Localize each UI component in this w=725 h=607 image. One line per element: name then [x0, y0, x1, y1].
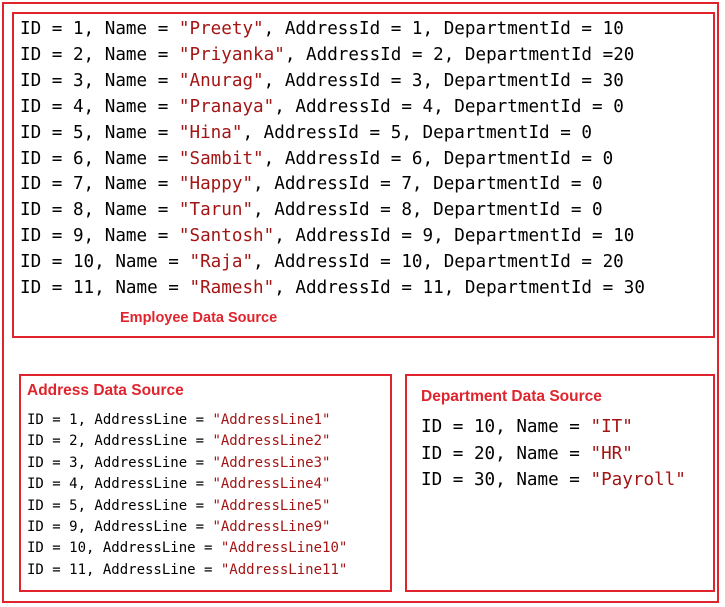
employee-data-source-title: Employee Data Source — [120, 310, 278, 326]
code-text: ID = 30, Name = — [421, 470, 591, 490]
code-text: ID = 20, Name = — [421, 443, 591, 464]
address-record-line: ID = 9, AddressLine = "AddressLine9" — [27, 517, 347, 538]
code-text: ID = 4, Name = — [20, 96, 179, 117]
employee-record-line: ID = 4, Name = "Pranaya", AddressId = 4,… — [20, 95, 645, 121]
address-record-line: ID = 4, AddressLine = "AddressLine4" — [27, 474, 347, 495]
string-literal: "AddressLine3" — [212, 454, 331, 471]
employee-records: ID = 1, Name = "Preety", AddressId = 1, … — [20, 17, 645, 302]
department-record-line: ID = 30, Name = "Payroll" — [421, 467, 686, 494]
string-literal: "Sambit" — [178, 148, 264, 169]
code-text: ID = 1, AddressLine = — [27, 412, 213, 428]
address-record-line: ID = 5, AddressLine = "AddressLine5" — [27, 496, 347, 517]
code-text: ID = 8, Name = — [20, 200, 179, 221]
code-text: ID = 10, Name = — [20, 252, 190, 273]
string-literal: "AddressLine10" — [220, 540, 348, 557]
address-record-line: ID = 1, AddressLine = "AddressLine1" — [27, 410, 347, 431]
code-text: , AddressId = 2, DepartmentId =20 — [284, 44, 635, 65]
string-literal: "Tarun" — [178, 200, 254, 221]
code-text: ID = 5, AddressLine = — [27, 497, 213, 514]
code-text: ID = 11, Name = — [20, 278, 190, 299]
string-literal: "Anurag" — [178, 70, 264, 91]
address-record-line: ID = 2, AddressLine = "AddressLine2" — [27, 431, 347, 452]
code-text: , AddressId = 8, DepartmentId = 0 — [253, 200, 603, 221]
code-text: ID = 4, AddressLine = — [27, 476, 213, 493]
string-literal: "Priyanka" — [178, 44, 285, 65]
address-data-source-panel: Address Data Source ID = 1, AddressLine … — [19, 374, 392, 592]
string-literal: "IT" — [590, 417, 633, 437]
employee-record-line: ID = 3, Name = "Anurag", AddressId = 3, … — [20, 69, 645, 95]
string-literal: "AddressLine2" — [212, 433, 331, 450]
code-text: ID = 7, Name = — [20, 174, 179, 195]
employee-record-line: ID = 5, Name = "Hina", AddressId = 5, De… — [20, 121, 645, 147]
code-text: ID = 3, Name = — [20, 70, 179, 91]
address-records: ID = 1, AddressLine = "AddressLine1"ID =… — [27, 410, 347, 581]
code-text: ID = 1, Name = — [20, 19, 179, 39]
code-text: , AddressId = 5, DepartmentId = 0 — [242, 122, 593, 143]
department-data-source-title: Department Data Source — [421, 388, 602, 405]
employee-record-line: ID = 8, Name = "Tarun", AddressId = 8, D… — [20, 198, 645, 224]
code-text: , AddressId = 9, DepartmentId = 10 — [274, 226, 635, 247]
code-text: ID = 10, AddressLine = — [27, 540, 221, 557]
employee-record-line: ID = 10, Name = "Raja", AddressId = 10, … — [20, 250, 645, 276]
code-text: , AddressId = 6, DepartmentId = 0 — [263, 148, 614, 169]
string-literal: "HR" — [590, 443, 633, 464]
string-literal: "Raja" — [189, 252, 254, 273]
string-literal: "AddressLine1" — [212, 412, 331, 428]
outer-frame — [2, 2, 719, 603]
string-literal: "Hina" — [178, 122, 243, 143]
string-literal: "Santosh" — [178, 226, 275, 247]
code-text: , AddressId = 4, DepartmentId = 0 — [274, 96, 624, 117]
code-text: , AddressId = 3, DepartmentId = 30 — [263, 70, 624, 91]
code-text: , AddressId = 11, DepartmentId = 30 — [274, 278, 645, 299]
string-literal: "AddressLine5" — [212, 497, 331, 514]
code-text: ID = 9, Name = — [20, 226, 179, 247]
employee-record-line: ID = 2, Name = "Priyanka", AddressId = 2… — [20, 43, 645, 69]
code-text: ID = 5, Name = — [20, 122, 179, 143]
string-literal: "AddressLine9" — [212, 519, 331, 536]
code-text: ID = 2, Name = — [20, 44, 179, 65]
address-data-source-title: Address Data Source — [27, 382, 184, 399]
code-text: ID = 2, AddressLine = — [27, 433, 213, 450]
employee-data-source-panel: ID = 1, Name = "Preety", AddressId = 1, … — [12, 12, 715, 338]
employee-record-line: ID = 11, Name = "Ramesh", AddressId = 11… — [20, 276, 645, 302]
string-literal: "Payroll" — [590, 470, 686, 490]
department-records: ID = 10, Name = "IT"ID = 20, Name = "HR"… — [421, 414, 686, 494]
department-record-line: ID = 20, Name = "HR" — [421, 441, 686, 468]
employee-record-line: ID = 1, Name = "Preety", AddressId = 1, … — [20, 17, 645, 43]
department-data-source-panel: Department Data Source ID = 10, Name = "… — [405, 374, 715, 592]
code-text: , AddressId = 10, DepartmentId = 20 — [253, 252, 624, 273]
string-literal: "Preety" — [178, 19, 264, 39]
string-literal: "AddressLine11" — [220, 561, 348, 578]
string-literal: "Happy" — [178, 174, 254, 195]
code-text: ID = 3, AddressLine = — [27, 454, 213, 471]
code-text: ID = 11, AddressLine = — [27, 561, 221, 578]
employee-record-line: ID = 7, Name = "Happy", AddressId = 7, D… — [20, 172, 645, 198]
string-literal: "Ramesh" — [189, 278, 275, 299]
string-literal: "AddressLine4" — [212, 476, 331, 493]
employee-record-line: ID = 9, Name = "Santosh", AddressId = 9,… — [20, 224, 645, 250]
department-record-line: ID = 10, Name = "IT" — [421, 414, 686, 441]
code-text: ID = 6, Name = — [20, 148, 179, 169]
address-record-line: ID = 10, AddressLine = "AddressLine10" — [27, 538, 347, 559]
employee-record-line: ID = 6, Name = "Sambit", AddressId = 6, … — [20, 147, 645, 173]
code-text: ID = 9, AddressLine = — [27, 519, 213, 536]
code-text: , AddressId = 1, DepartmentId = 10 — [263, 19, 624, 39]
string-literal: "Pranaya" — [178, 96, 275, 117]
address-record-line: ID = 11, AddressLine = "AddressLine11" — [27, 560, 347, 581]
code-text: ID = 10, Name = — [421, 417, 591, 437]
address-record-line: ID = 3, AddressLine = "AddressLine3" — [27, 453, 347, 474]
code-text: , AddressId = 7, DepartmentId = 0 — [253, 174, 603, 195]
